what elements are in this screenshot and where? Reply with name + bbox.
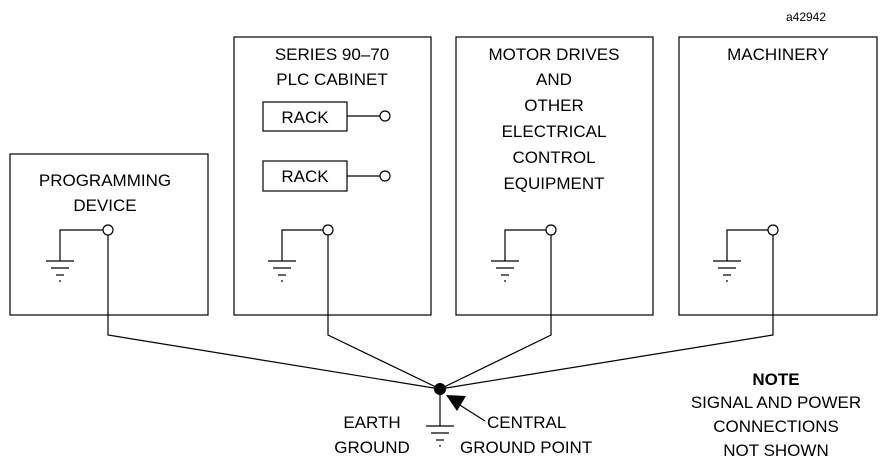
- ground-terminal-icon: [322, 224, 334, 236]
- motor-drives-label-1: MOTOR DRIVES: [489, 45, 620, 64]
- rack-2-label: RACK: [281, 167, 329, 186]
- note-title: NOTE: [752, 370, 799, 389]
- chassis-ground-icon: [491, 229, 546, 282]
- pointer-arrow-icon: [446, 395, 486, 422]
- ground-terminal-icon: [767, 224, 779, 236]
- note: NOTE SIGNAL AND POWER CONNECTIONS NOT SH…: [691, 370, 861, 460]
- plc-cabinet-box: SERIES 90–70 PLC CABINET RACK RACK: [233, 36, 432, 316]
- motor-drives-label-3: OTHER: [524, 96, 584, 115]
- ground-terminal-icon: [545, 224, 557, 236]
- rack-2-terminal-icon: [379, 170, 391, 182]
- motor-drives-label-5: CONTROL: [512, 148, 595, 167]
- central-ground-point: [434, 383, 446, 395]
- figure-ref: a42942: [786, 10, 826, 24]
- motor-drives-label-6: EQUIPMENT: [503, 174, 604, 193]
- machinery-label: MACHINERY: [727, 45, 829, 64]
- central-ground-label-1: CENTRAL: [487, 413, 566, 432]
- ground-wires: [107, 235, 774, 390]
- rack-2: RACK: [262, 160, 391, 192]
- motor-drives-box: MOTOR DRIVES AND OTHER ELECTRICAL CONTRO…: [455, 36, 654, 316]
- chassis-ground-icon: [46, 229, 103, 282]
- note-line-1: SIGNAL AND POWER: [691, 393, 861, 412]
- central-ground-label-2: GROUND POINT: [460, 438, 592, 457]
- chassis-ground-icon: [268, 229, 323, 282]
- machinery-box: MACHINERY: [678, 36, 878, 316]
- note-line-3: NOT SHOWN: [723, 441, 828, 460]
- rack-1: RACK: [262, 101, 391, 132]
- motor-drives-label-4: ELECTRICAL: [502, 122, 607, 141]
- earth-ground-icon: [426, 395, 454, 447]
- programming-device-label-1: PROGRAMMING: [39, 171, 171, 190]
- earth-ground-label-1: EARTH: [343, 413, 400, 432]
- rack-1-label: RACK: [281, 108, 329, 127]
- rack-1-terminal-icon: [379, 110, 391, 122]
- programming-device-label-2: DEVICE: [73, 196, 136, 215]
- note-line-2: CONNECTIONS: [713, 417, 839, 436]
- motor-drives-label-2: AND: [536, 70, 572, 89]
- ground-terminal-icon: [102, 224, 114, 236]
- chassis-ground-icon: [713, 229, 768, 282]
- plc-cabinet-label-1: SERIES 90–70: [275, 45, 389, 64]
- programming-device-box: PROGRAMMING DEVICE: [9, 153, 209, 316]
- plc-cabinet-label-2: PLC CABINET: [276, 70, 387, 89]
- earth-ground-label-2: GROUND: [334, 438, 410, 457]
